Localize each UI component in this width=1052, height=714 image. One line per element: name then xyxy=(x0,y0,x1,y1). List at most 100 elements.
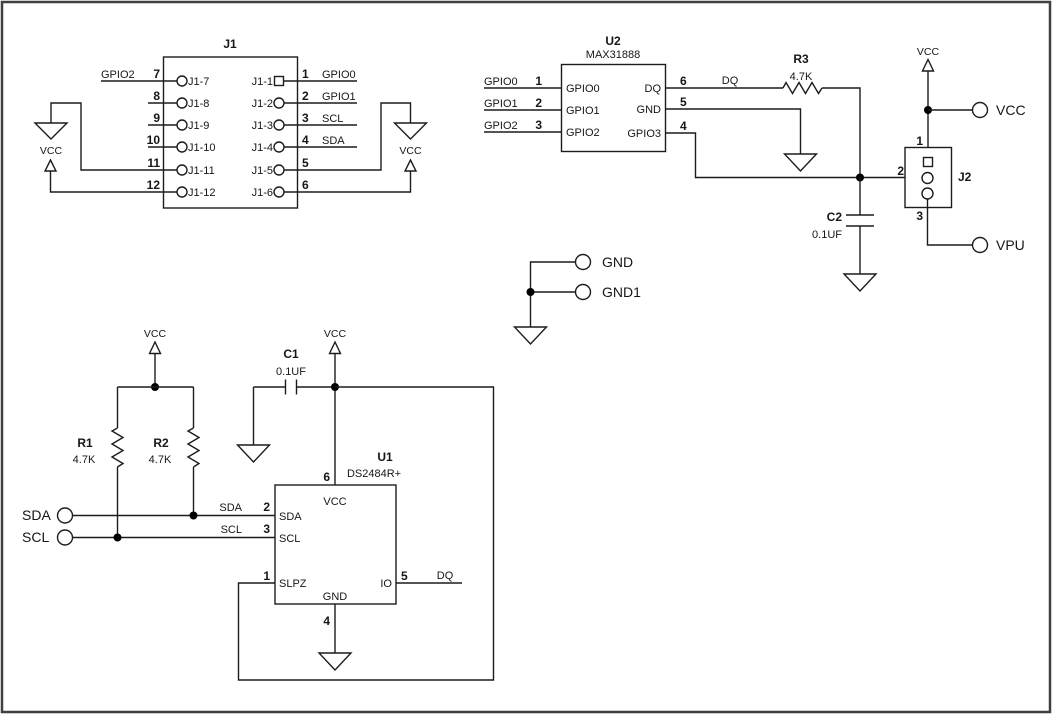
u1-ic: VCC U1 DS2484R+ 6 VCC SDA 2 SDA SCL 3 SC… xyxy=(72,328,495,681)
gnd1-terminal-label: GND1 xyxy=(602,284,641,300)
wire xyxy=(822,87,861,174)
vcc-flag-icon xyxy=(33,122,69,140)
j1-pad-label: J1-11 xyxy=(188,165,215,177)
u2-pin-name: GPIO3 xyxy=(627,128,661,140)
j1-right-stubs xyxy=(284,80,357,148)
net-label-gpio0: GPIO0 xyxy=(322,69,356,81)
j1-pin-number: 3 xyxy=(302,111,309,125)
u2-pin-number: 4 xyxy=(680,119,687,133)
ground-icon xyxy=(235,444,272,464)
j1-pad-10-icon xyxy=(176,141,188,153)
net-label-scl: SCL xyxy=(322,113,343,125)
vcc-label: VCC xyxy=(399,145,422,157)
j1-pad-12-icon xyxy=(176,186,188,198)
capacitor-symbol xyxy=(284,379,298,395)
j1-pad-2-icon xyxy=(273,97,285,109)
j1-pad-label: J1-4 xyxy=(252,142,273,154)
j2-pad-1-icon xyxy=(922,156,934,168)
net-label-dq: DQ xyxy=(722,75,739,87)
vcc-flag-left: VCC xyxy=(33,102,177,193)
net-label-dq: DQ xyxy=(437,570,454,582)
j1-pad-label: J1-1 xyxy=(252,76,273,88)
j1-pad-label: J1-9 xyxy=(188,120,209,132)
vcc-arrow-icon xyxy=(148,340,162,355)
r2-value: 4.7K xyxy=(149,454,172,466)
c1-ref: C1 xyxy=(283,347,299,361)
vcc-terminal-icon xyxy=(971,101,989,119)
j1-pin-number: 7 xyxy=(153,67,160,81)
u1-pin-number: 4 xyxy=(323,614,330,628)
j1-pad-label: J1-3 xyxy=(252,120,273,132)
u1-pin-number: 3 xyxy=(263,522,270,536)
u2-pin-number: 6 xyxy=(680,74,687,88)
net-label-gpio1: GPIO1 xyxy=(322,91,356,103)
r3-resistor: R3 4.7K xyxy=(665,52,861,174)
u1-ref: U1 xyxy=(377,450,393,464)
u2-pin-name: GND xyxy=(637,104,662,116)
wire xyxy=(529,261,576,327)
resistor-symbol xyxy=(186,427,201,468)
u2-pin-name: GPIO2 xyxy=(566,127,600,139)
u2-ref: U2 xyxy=(605,34,621,48)
j2-ref: J2 xyxy=(958,170,972,184)
u2-pin-name: DQ xyxy=(645,83,662,95)
net-label-gpio2: GPIO2 xyxy=(101,69,135,81)
u1-pin-name: SLPZ xyxy=(279,578,307,590)
u1-pin-number: 1 xyxy=(263,569,270,583)
j2-pin-number: 1 xyxy=(916,134,923,148)
ground-icon xyxy=(842,273,878,293)
ground-icon xyxy=(317,652,353,672)
vcc-arrow-icon xyxy=(43,158,58,172)
vcc-label: VCC xyxy=(324,328,347,340)
j1-pad-1-icon xyxy=(273,75,285,87)
junction-dot xyxy=(113,533,122,542)
c1-value: 0.1UF xyxy=(276,366,306,378)
j1-pad-6-icon xyxy=(273,186,285,198)
j1-pad-label: J1-6 xyxy=(252,187,273,199)
c2-capacitor: C2 0.1UF xyxy=(812,177,878,293)
u1-pin-name: VCC xyxy=(323,496,346,508)
j1-left-stubs xyxy=(101,80,177,148)
ground-icon xyxy=(782,153,819,173)
wire xyxy=(926,199,973,246)
r3-ref: R3 xyxy=(793,52,809,66)
j2-pad-2-icon xyxy=(921,171,934,185)
wire-gpio3 xyxy=(665,132,922,179)
j2-pad-3-icon xyxy=(921,187,934,200)
j1-pin-number: 6 xyxy=(302,178,309,192)
j1-pad-label: J1-10 xyxy=(188,142,216,154)
j1-pad-label: J1-12 xyxy=(188,187,216,199)
j1-pin-number: 5 xyxy=(302,156,309,170)
j1-pin-number: 9 xyxy=(153,111,160,125)
wire xyxy=(284,171,412,193)
u1-pin-name: SCL xyxy=(279,533,300,545)
wire xyxy=(49,171,177,193)
u2-left-stubs xyxy=(484,87,562,133)
sda-terminal-label: SDA xyxy=(22,507,51,523)
r3-value: 4.7K xyxy=(790,71,813,83)
vpu-terminal-icon xyxy=(971,236,989,254)
junction-dot xyxy=(526,288,535,296)
u1-pin-number: 2 xyxy=(263,500,270,514)
vcc-arrow-icon xyxy=(921,57,935,72)
u2-part-number: MAX31888 xyxy=(586,49,640,61)
resistor-symbol xyxy=(110,427,125,468)
u2-gnd-ground xyxy=(665,108,819,173)
j1-pin-number: 12 xyxy=(147,178,161,192)
wire xyxy=(665,108,802,154)
capacitor-symbol xyxy=(846,214,874,227)
j1-pad-label: J1-7 xyxy=(188,76,209,88)
j1-pad-8-icon xyxy=(176,97,188,109)
net-label-gpio0: GPIO0 xyxy=(484,76,518,88)
u1-pin-number: 5 xyxy=(401,569,408,583)
c2-value: 0.1UF xyxy=(812,229,842,241)
j1-pad-label: J1-5 xyxy=(252,165,273,177)
vcc-label: VCC xyxy=(917,46,940,58)
j2-pin-number: 3 xyxy=(916,209,923,223)
j1-pad-7-icon xyxy=(176,75,188,87)
junction-dot xyxy=(189,511,198,520)
gnd1-terminal-icon xyxy=(574,283,592,301)
